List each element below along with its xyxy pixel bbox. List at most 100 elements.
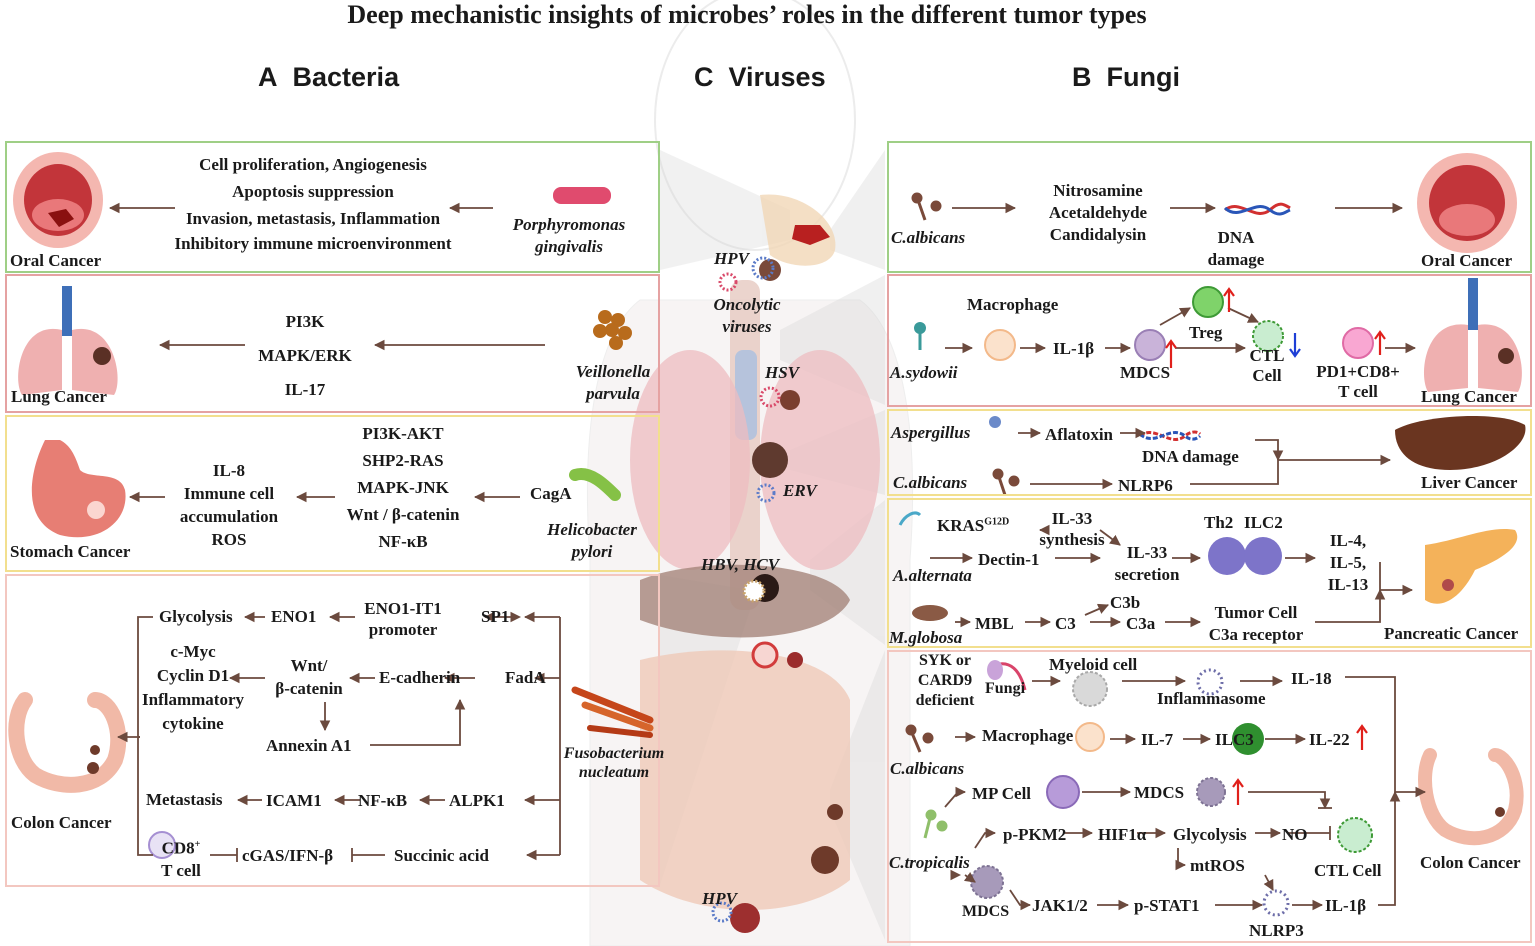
bacteria-lung-panel <box>5 274 660 413</box>
outcome-text: c-Myc <box>170 642 216 661</box>
liver-dna-label: DNA damage <box>1142 447 1239 466</box>
microbe-name: pylori <box>571 542 613 562</box>
bacteria-stomach-pathways: PI3K-AKT SHP2-RAS MAPK-JNK Wnt / β-caten… <box>347 420 460 555</box>
wnt-label: Wnt/ β-catenin <box>275 654 343 700</box>
il-cytokines-label: IL-4, IL-5, IL-13 <box>1328 530 1369 596</box>
helicobacter-label: Helicobacter pylori <box>547 519 637 563</box>
node-text: T cell <box>161 860 201 880</box>
effect-line: Cell proliferation, Angiogenesis <box>199 155 427 174</box>
bacteria-lung-pathways: PI3K MAPK/ERK IL-17 <box>258 305 352 407</box>
pathway-label: MAPK-JNK <box>357 478 449 497</box>
microbe-name: Helicobacter <box>547 520 637 539</box>
node-text: CD8 <box>161 838 195 858</box>
colon-glycolysis-label: Glycolysis <box>1173 825 1247 844</box>
node-text: C3a receptor <box>1208 625 1304 644</box>
effect-line: ROS <box>211 530 247 549</box>
node-text: synthesis <box>1039 530 1105 549</box>
pancreatic-cancer-label: Pancreatic Cancer <box>1384 624 1519 643</box>
fada-label: FadA <box>505 668 546 687</box>
section-name: Fungi <box>1106 62 1180 92</box>
macrophage-label: Macrophage <box>967 295 1059 314</box>
effect-line: Invasion, metastasis, Inflammation <box>185 209 441 229</box>
ppkm2-label: p-PKM2 <box>1003 825 1067 844</box>
mtros-label: mtROS <box>1190 856 1245 875</box>
colon-macrophage-label: Macrophage <box>982 726 1074 745</box>
colon-outcomes: c-Myc Cyclin D1 Inflammatory cytokine <box>142 640 244 736</box>
node-text: KRAS <box>937 516 985 535</box>
fungi-lung-panel <box>887 274 1532 407</box>
microbe-name: Veillonella <box>575 362 651 381</box>
colon-ctl-label: CTL Cell <box>1314 861 1382 880</box>
node-text: IL-13 <box>1327 575 1369 594</box>
node-text: Cell <box>1252 366 1282 385</box>
syk-card9-label: SYK or CARD9 deficient <box>916 651 975 711</box>
pstat1-label: p-STAT1 <box>1134 896 1200 915</box>
product-text: Nitrosamine <box>1053 181 1143 200</box>
node-text: β-catenin <box>275 679 343 698</box>
section-name: Viruses <box>728 62 826 92</box>
fungi-oral-dna: DNA damage <box>1208 227 1265 271</box>
node-text: T cell <box>1338 382 1378 401</box>
eno1-label: ENO1 <box>271 607 317 626</box>
fungi-lung-cancer-label: Lung Cancer <box>1421 387 1517 406</box>
ilc2-label: ILC2 <box>1244 513 1283 532</box>
figure-title: Deep mechanistic insights of microbes’ r… <box>347 0 1147 29</box>
succinic-label: Succinic acid <box>394 846 489 865</box>
c3-label: C3 <box>1055 614 1076 633</box>
mbl-label: MBL <box>975 614 1014 633</box>
tumor-cell-label: Tumor Cell C3a receptor <box>1209 602 1304 646</box>
bacteria-colon-cancer-label: Colon Cancer <box>11 813 112 832</box>
node-text: Wnt/ <box>290 656 328 675</box>
microbe-name: parvula <box>586 384 640 404</box>
microbe-name: gingivalis <box>534 237 604 257</box>
inflammasome-label: Inflammasome <box>1157 689 1266 708</box>
fungi-oral-microbe: C.albicans <box>891 228 966 247</box>
section-letter: C <box>694 62 714 92</box>
colon-mdcs2-label: MDCS <box>962 903 1010 920</box>
il18-label: IL-18 <box>1291 669 1332 688</box>
section-fungi: B Fungi <box>1072 62 1180 93</box>
colon-il1b-label: IL-1β <box>1325 896 1367 915</box>
bacteria-oral-effects: Cell proliferation, Angiogenesis Apoptos… <box>174 154 451 255</box>
bacteria-oral-cancer-label: Oral Cancer <box>10 251 102 270</box>
metastasis-label: Metastasis <box>146 790 223 809</box>
sp1-label: SP1 <box>481 607 510 626</box>
myeloid-label: Myeloid cell <box>1049 655 1138 674</box>
annexin-label: Annexin A1 <box>266 736 352 755</box>
outcome-text: Cyclin D1 <box>156 666 230 685</box>
jak-label: JAK1/2 <box>1032 896 1088 915</box>
microbe-name: Fusobacterium <box>563 745 665 762</box>
bacteria-stomach-panel <box>5 415 660 572</box>
effect-line: accumulation <box>179 507 279 526</box>
fungi-organ-icons <box>898 153 1526 917</box>
aflatoxin-label: Aflatoxin <box>1045 425 1113 444</box>
node-text: IL-33 <box>1051 509 1093 528</box>
fungi-lung-microbe: A.sydowii <box>890 363 958 382</box>
bacteria-stomach-cancer-label: Stomach Cancer <box>10 542 131 561</box>
section-viruses: C Viruses <box>694 62 826 93</box>
glycolysis-label: Glycolysis <box>159 607 233 626</box>
pathway-label: Wnt / β-catenin <box>346 505 460 524</box>
section-name: Bacteria <box>292 62 400 92</box>
bacteria-lung-cancer-label: Lung Cancer <box>11 387 107 406</box>
bacteria-stomach-effects: IL-8 Immune cell accumulation ROS <box>180 459 278 551</box>
fungi-liver-calbicans: C.albicans <box>893 473 968 492</box>
fungi-colon-panel <box>887 650 1532 943</box>
pathway-label: IL-17 <box>284 380 326 399</box>
pathway-label: NF-κB <box>378 532 428 551</box>
hpv-bottom-label: HPV <box>702 889 737 908</box>
fungi-generic-label: Fungi <box>985 680 1026 697</box>
mp-cell-label: MP Cell <box>972 784 1032 803</box>
hpv-top-label: HPV <box>714 249 749 268</box>
aspergillus-label: Aspergillus <box>891 423 971 442</box>
nfkb-label: NF-κB <box>358 791 408 810</box>
th2-label: Th2 <box>1204 513 1234 532</box>
alpk1-label: ALPK1 <box>449 791 505 810</box>
effect-line: Apoptosis suppression <box>232 182 394 202</box>
il1b-label: IL-1β <box>1053 339 1095 358</box>
fungi-oral-products: Nitrosamine Acetaldehyde Candidalysin <box>1049 180 1147 246</box>
fusobacterium-icon <box>571 686 654 738</box>
